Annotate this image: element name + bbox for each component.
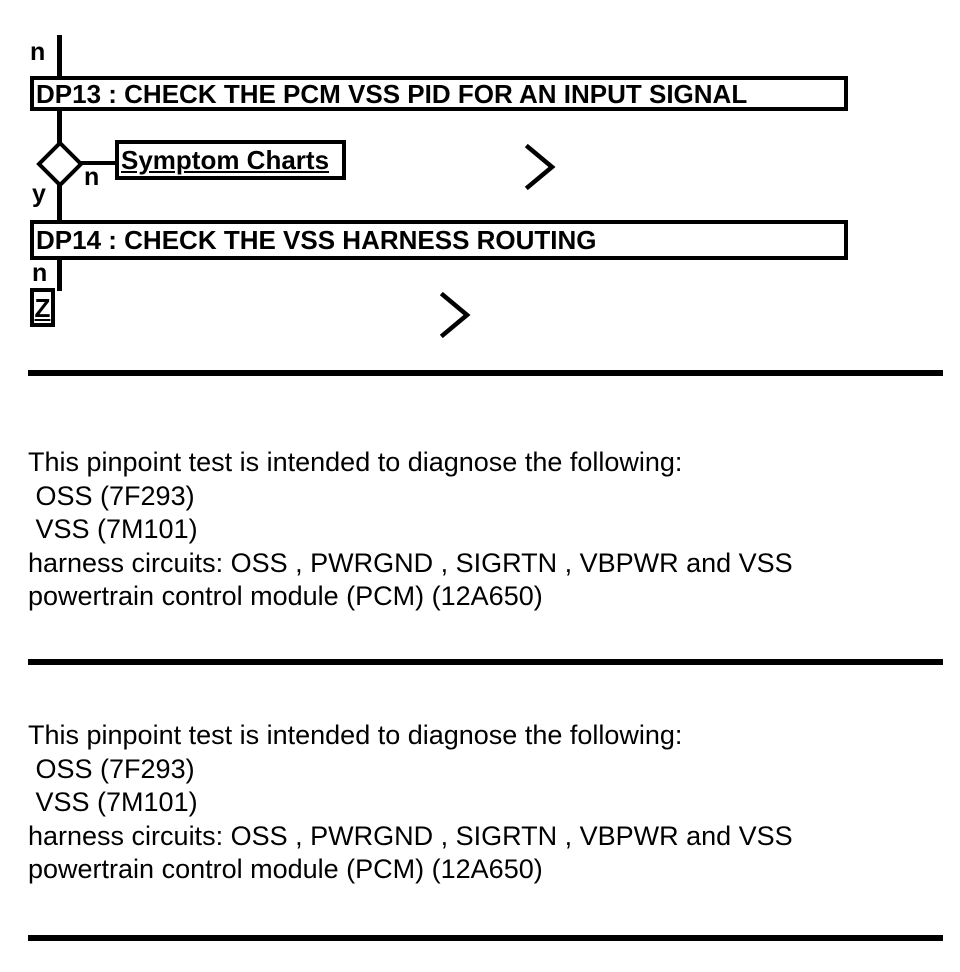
diagnosis-item-line: powertrain control module (PCM) (12A650) — [28, 581, 543, 611]
dp14-step-box[interactable]: DP14 : CHECK THE VSS HARNESS ROUTING — [30, 220, 848, 260]
flow-line-dp14-to-z — [57, 260, 62, 291]
z-connector-link-box[interactable]: Z — [30, 288, 55, 327]
decision-no-label: n — [84, 163, 100, 191]
section-divider — [28, 935, 943, 941]
section-divider — [28, 370, 943, 376]
diagnosis-item-line: VSS (7M101) — [28, 514, 198, 544]
z-connector-label: Z — [34, 292, 51, 323]
diagnosis-item-line: harness circuits: OSS , PWRGND , SIGRTN … — [28, 820, 793, 851]
diagnosis-item-line: VSS (7M101) — [28, 787, 198, 817]
diagnosis-text-block: This pinpoint test is intended to diagno… — [28, 446, 940, 614]
diagnosis-item-line: powertrain control module (PCM) (12A650) — [28, 854, 543, 884]
diagnosis-text-block: This pinpoint test is intended to diagno… — [28, 719, 940, 887]
flow-line-decision-to-dp14 — [57, 184, 62, 220]
chevron-right-icon — [524, 143, 556, 196]
diagnosis-intro-line: This pinpoint test is intended to diagno… — [28, 447, 683, 477]
diagnosis-item-line: harness circuits: OSS , PWRGND , SIGRTN … — [28, 547, 793, 578]
symptom-charts-link-box[interactable]: Symptom Charts — [115, 140, 346, 180]
flow-line-dp13-to-decision — [57, 111, 62, 144]
decision-yes-label: y — [32, 180, 46, 208]
dp13-step-box[interactable]: DP13 : CHECK THE PCM VSS PID FOR AN INPU… — [30, 76, 848, 111]
diagnosis-item-line: OSS (7F293) — [28, 753, 195, 784]
section-divider — [28, 659, 943, 665]
flow-entry-line — [57, 35, 62, 76]
flow-line-decision-to-symptom — [78, 161, 117, 165]
dp14-branch-label: n — [32, 259, 48, 287]
dp13-step-label: DP13 : CHECK THE PCM VSS PID FOR AN INPU… — [36, 78, 748, 109]
symptom-charts-label: Symptom Charts — [121, 145, 330, 175]
diagnosis-intro-line: This pinpoint test is intended to diagno… — [28, 720, 683, 750]
dp14-step-label: DP14 : CHECK THE VSS HARNESS ROUTING — [36, 225, 597, 255]
chevron-right-icon — [439, 291, 471, 344]
diagnosis-item-line: OSS (7F293) — [28, 480, 195, 511]
entry-branch-label: n — [30, 38, 46, 66]
